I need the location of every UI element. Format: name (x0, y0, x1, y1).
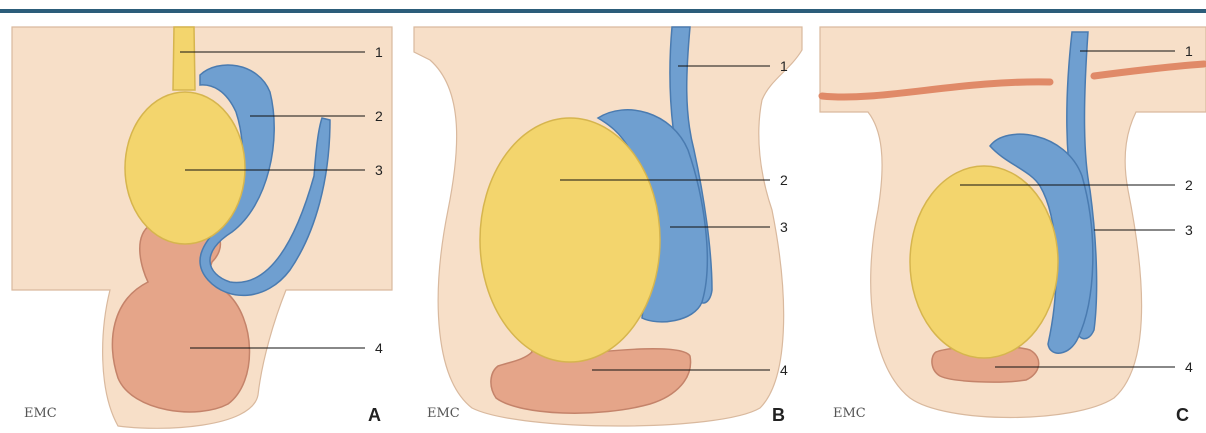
panel-b-testis (480, 118, 660, 362)
panel-c-label-3: 3 (1185, 222, 1193, 238)
panel-a-label-4: 4 (375, 340, 383, 356)
panel-a-emc-logo: EMC (24, 406, 57, 421)
panel-b-label-3: 3 (780, 219, 788, 235)
panel-c-label-2: 2 (1185, 177, 1193, 193)
panel-a-label-2: 2 (375, 108, 383, 124)
panel-a-label-3: 3 (375, 162, 383, 178)
panel-c-label-4: 4 (1185, 359, 1193, 375)
panel-c-testis (910, 166, 1058, 358)
panel-a-testis (125, 92, 245, 244)
panel-b-emc-logo: EMC (427, 406, 460, 421)
header-rule (0, 9, 1206, 13)
panel-a-letter: A (368, 405, 381, 425)
panel-c-emc-logo: EMC (833, 406, 866, 421)
panel-b-label-1: 1 (780, 58, 788, 74)
panel-b-letter: B (772, 405, 785, 425)
panel-b-label-2: 2 (780, 172, 788, 188)
panel-a-label-1: 1 (375, 44, 383, 60)
panel-a-spermatic-cord (173, 27, 195, 90)
panel-c-label-1: 1 (1185, 43, 1193, 59)
panel-a: 1 2 3 4 EMC A (12, 27, 392, 428)
panel-c: 1 2 3 4 EMC C (820, 27, 1206, 425)
panel-c-letter: C (1176, 405, 1189, 425)
panel-b-label-4: 4 (780, 362, 788, 378)
panel-b: 1 2 3 4 EMC B (414, 27, 802, 426)
